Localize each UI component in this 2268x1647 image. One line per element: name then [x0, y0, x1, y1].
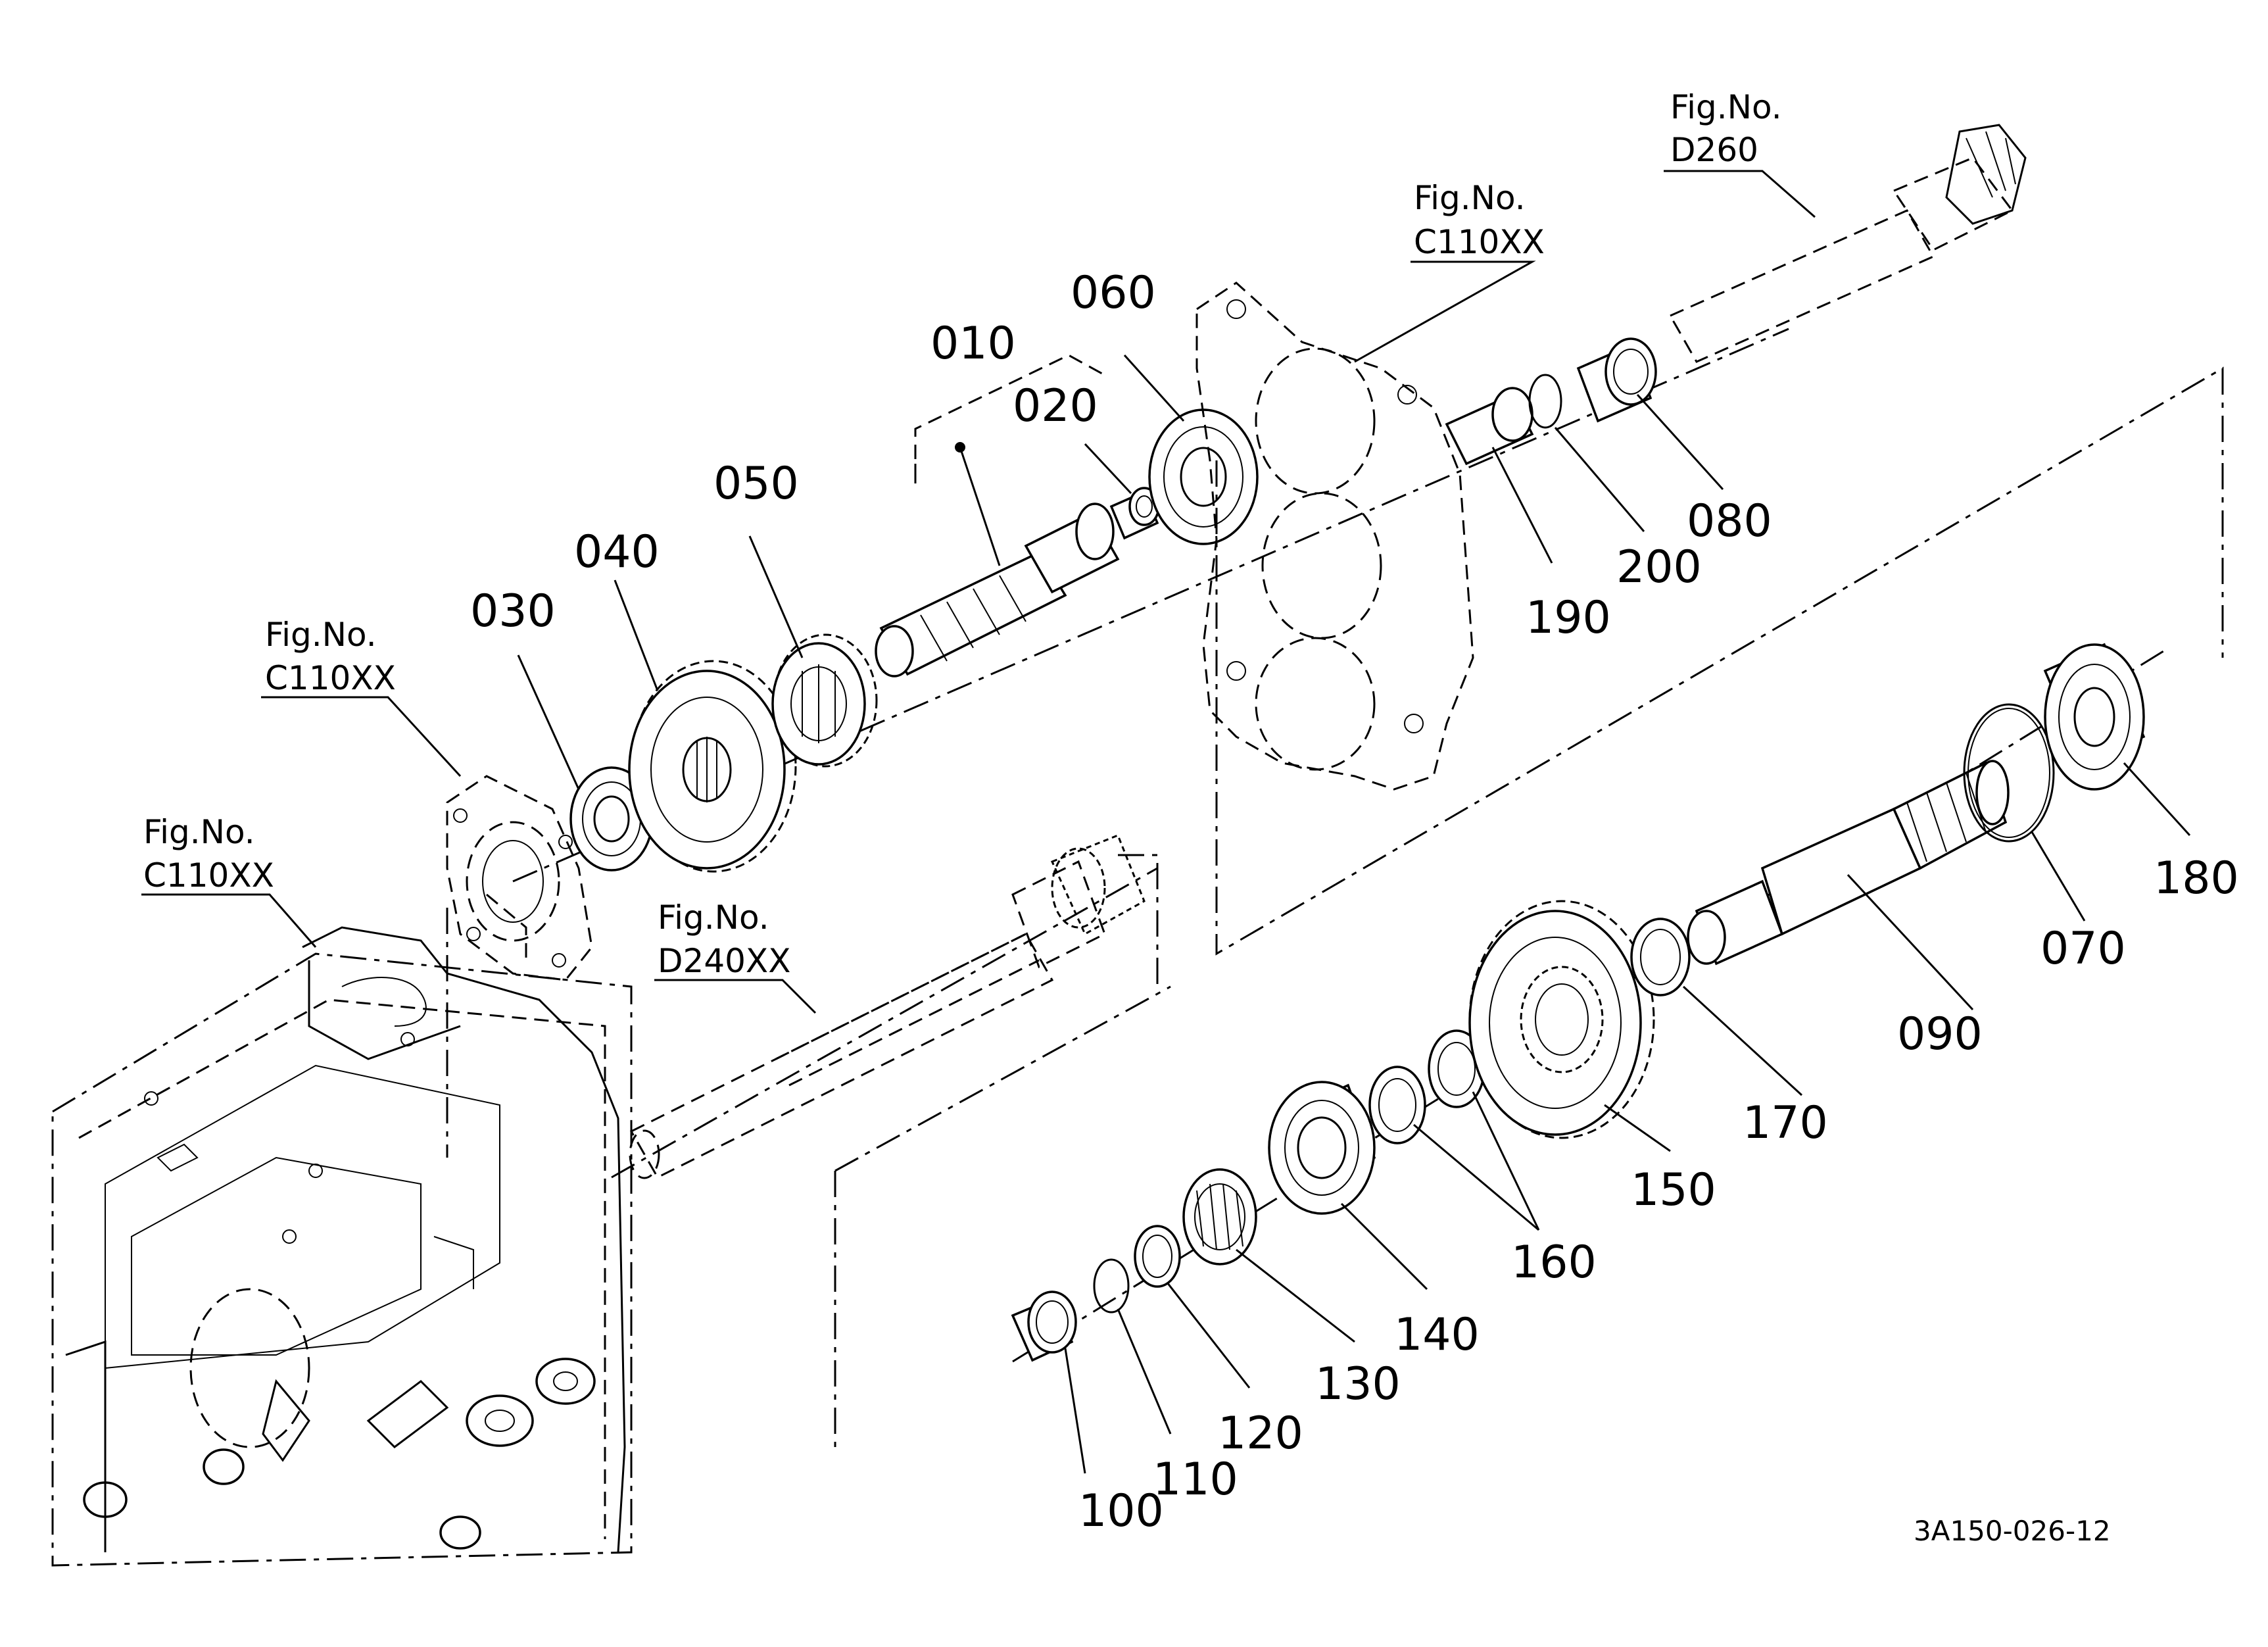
part-160-needle-bearings	[1368, 1029, 1485, 1144]
fig-ref-c110xx-mid: C110XX	[265, 659, 396, 697]
part-020-bushing	[1109, 487, 1160, 540]
part-110-snap-ring	[1093, 1258, 1130, 1314]
label-070: 070	[2040, 923, 2126, 975]
label-120: 120	[1218, 1408, 1303, 1460]
drawing-code: 3A150-026-12	[1914, 1515, 2111, 1547]
main-shaft-drawing	[611, 834, 1159, 1179]
label-090: 090	[1897, 1008, 1983, 1060]
part-040-gear	[628, 660, 797, 873]
label-060: 060	[1071, 267, 1156, 319]
bearing-cover-plate	[446, 775, 593, 981]
part-150-gear	[1468, 900, 1655, 1139]
label-180: 180	[2154, 852, 2239, 904]
label-130: 130	[1315, 1358, 1401, 1410]
label-100: 100	[1078, 1485, 1164, 1537]
fig-ref-d240xx: D240XX	[658, 942, 790, 980]
assembly-frame-lower	[834, 985, 1171, 1447]
part-number-labels: 010 020 030 040 050 060 070 080 090 100 …	[470, 267, 2239, 1537]
label-190: 190	[1526, 592, 1611, 644]
fig-ref-d260-prefix: Fig.No.	[1670, 88, 1782, 126]
upper-shaft-centerline	[512, 328, 1789, 883]
assembly-frame-upper	[1215, 366, 2224, 956]
label-010: 010	[930, 318, 1016, 370]
part-100-needle-bearing	[1011, 1291, 1077, 1362]
part-080-needle-bearing	[1576, 337, 1657, 423]
figure-references: Fig.No. D260 Fig.No. C110XX Fig.No. C110…	[143, 88, 1782, 980]
part-070-snap-ring	[1963, 703, 2055, 843]
fig-ref-c110xx-top-prefix: Fig.No.	[1414, 179, 1526, 217]
part-050-gear	[771, 633, 878, 768]
part-180-bearing	[2043, 643, 2146, 791]
group-010-bracket	[914, 354, 1103, 481]
part-130-shift-coupler	[1182, 1168, 1257, 1266]
fig-ref-d260: D260	[1670, 131, 1758, 169]
fig-ref-d240xx-prefix: Fig.No.	[658, 898, 769, 937]
part-200-snap-ring	[1528, 374, 1562, 429]
fig-ref-c110xx-mid-prefix: Fig.No.	[265, 616, 377, 654]
label-050: 050	[713, 458, 799, 510]
part-140-bearing	[1268, 1081, 1376, 1215]
label-150: 150	[1631, 1164, 1716, 1216]
part-120-thrust-washer	[1134, 1225, 1181, 1288]
label-170: 170	[1743, 1097, 1828, 1149]
center-housing-drawing	[1195, 282, 1474, 791]
label-140: 140	[1394, 1309, 1480, 1361]
pinion-shaft-drawing	[1668, 124, 2027, 363]
part-190-collar	[1445, 387, 1534, 466]
part-010-splined-shaft	[875, 503, 1120, 677]
transmission-case-drawing	[51, 893, 633, 1567]
label-030: 030	[470, 585, 556, 637]
label-110: 110	[1153, 1454, 1238, 1506]
label-020: 020	[1013, 380, 1098, 432]
part-090-output-shaft	[1687, 760, 2010, 966]
part-060-bearing	[1148, 408, 1259, 545]
fig-ref-c110xx-left-prefix: Fig.No.	[143, 813, 255, 851]
label-160: 160	[1511, 1237, 1597, 1289]
label-200: 200	[1616, 541, 1702, 593]
part-170-thrust-washer	[1630, 918, 1691, 996]
label-040: 040	[574, 526, 660, 578]
fig-ref-c110xx-left: C110XX	[143, 856, 274, 895]
fig-ref-c110xx-top: C110XX	[1414, 223, 1545, 261]
label-080: 080	[1687, 495, 1772, 547]
leader-lines	[141, 170, 2191, 1474]
